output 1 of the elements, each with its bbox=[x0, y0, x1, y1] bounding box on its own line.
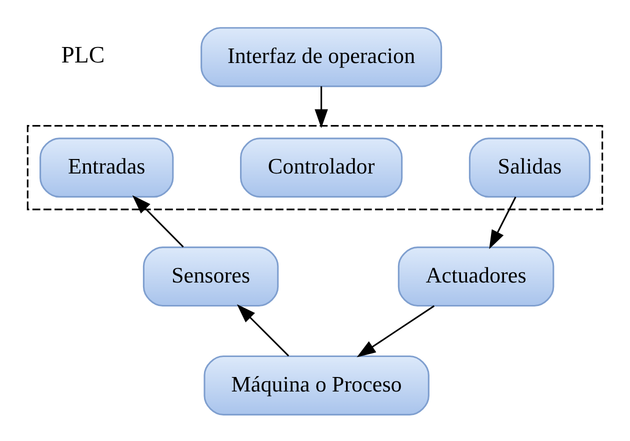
label: PLC bbox=[61, 42, 105, 69]
